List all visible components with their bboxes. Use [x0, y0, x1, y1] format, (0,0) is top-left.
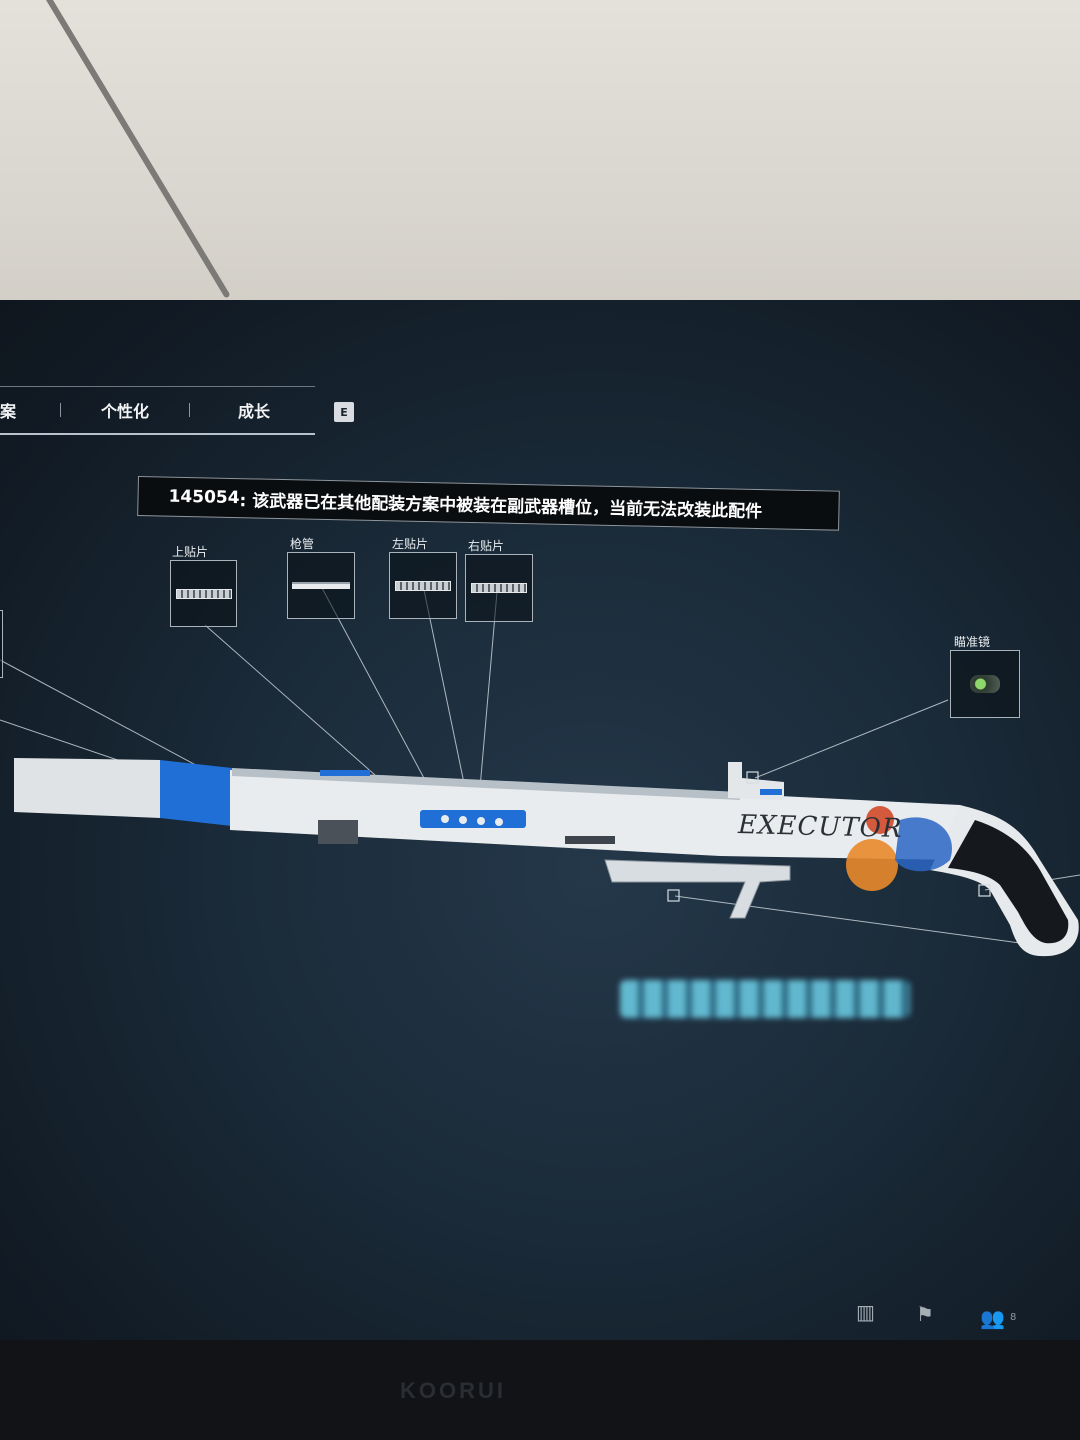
- slot-barrel[interactable]: [287, 552, 355, 619]
- tab-bar: 案 个性化 成长: [0, 386, 315, 435]
- key-hint-e: E: [334, 402, 354, 422]
- flag-icon[interactable]: ⚑: [916, 1302, 934, 1326]
- weapon-suppressor: [14, 758, 160, 818]
- scope-part: [970, 675, 1000, 693]
- slot-left-patch[interactable]: [389, 552, 457, 619]
- connector-left-patch: [423, 589, 466, 789]
- tab-growth[interactable]: 成长: [238, 402, 271, 421]
- weapon-character-art-head: [866, 806, 894, 834]
- slot-offscreen-left[interactable]: [0, 610, 3, 678]
- weapon-model[interactable]: [0, 300, 1080, 1340]
- weapon-handguard-vents: [441, 815, 503, 826]
- slot-scope[interactable]: [950, 650, 1020, 718]
- game-screen: 案 个性化 成长 E 145054 : 该武器已在其他配装方案中被装在副武器槽位…: [0, 300, 1080, 1340]
- slot-label-left-patch: 左贴片: [392, 537, 429, 551]
- tab-separator: [189, 403, 191, 417]
- connector-right-patch: [479, 591, 498, 789]
- slot-top-patch[interactable]: [170, 560, 237, 627]
- weapon-ejection-port: [318, 820, 358, 844]
- tab-separator: [60, 403, 62, 417]
- party-icon[interactable]: 👥: [980, 1306, 1005, 1330]
- weapon-stock-grip: [948, 820, 1069, 944]
- weapon-receiver: [230, 770, 960, 860]
- floor-reflection-glow: [620, 980, 910, 1018]
- connector-left-offscreen: [0, 659, 221, 779]
- weapon-sight-accent: [760, 789, 782, 795]
- marker-scope: [746, 771, 759, 784]
- left-patch-part: [395, 580, 451, 591]
- slot-right-patch[interactable]: [465, 554, 533, 622]
- party-count: 8: [1010, 1312, 1017, 1323]
- weapon-character-art-blue: [895, 817, 952, 872]
- weapon-foregrip: [604, 859, 791, 919]
- connector-scope: [754, 699, 949, 779]
- monitor-bezel-bottom: [0, 1340, 1080, 1440]
- weapon-character-art: [846, 839, 898, 891]
- weapon-suppressor-blue-band: [160, 760, 232, 826]
- tab-loadout[interactable]: 案: [0, 402, 17, 421]
- marker-grip: [667, 889, 680, 902]
- weapon-skin-text: EXECUTOR: [737, 809, 903, 845]
- top-patch-part: [175, 588, 232, 599]
- slot-label-barrel: 枪管: [290, 537, 315, 551]
- monitor-brand-logo: KOORUI: [400, 1378, 506, 1403]
- stats-icon[interactable]: ▥: [856, 1300, 875, 1324]
- slot-label-scope: 瞄准镜: [954, 635, 991, 649]
- slot-label-right-patch: 右贴片: [468, 539, 505, 553]
- barrel-part: [292, 582, 350, 589]
- weapon-side-slot: [565, 836, 615, 844]
- connector-barrel: [321, 587, 426, 781]
- slot-label-top-patch: 上贴片: [172, 545, 209, 559]
- connector-grip: [674, 895, 1021, 944]
- right-patch-part: [471, 583, 527, 593]
- marker-stock: [978, 884, 991, 897]
- connector-top-patch: [204, 624, 376, 776]
- tab-personalize[interactable]: 个性化: [101, 402, 150, 421]
